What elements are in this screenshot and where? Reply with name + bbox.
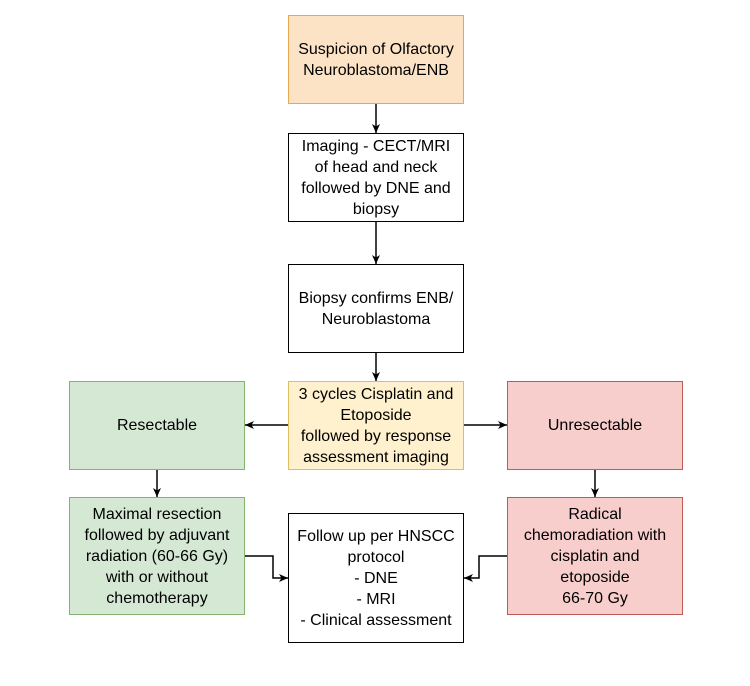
node-imaging-line: Imaging - CECT/MRI <box>301 137 451 155</box>
node-imaging-line: biopsy <box>352 200 400 218</box>
node-unresectable-text: Unresectable <box>548 415 642 436</box>
node-unresectable-line: Unresectable <box>547 417 643 434</box>
node-followup-text: Follow up per HNSCC protocol - DNE - MRI… <box>297 526 454 631</box>
node-chemoradiation-text: Radical chemoradiation with cisplatin an… <box>524 504 666 609</box>
node-followup-line: Follow up per HNSCC <box>297 527 455 545</box>
node-unresectable: Unresectable <box>507 381 683 470</box>
node-resectable-line: Resectable <box>116 417 198 434</box>
node-resection-text: Maximal resection followed by adjuvant r… <box>85 504 230 609</box>
arrow-chemoradiation-to-followup <box>464 555 507 582</box>
node-suspicion-text: Suspicion of Olfactory Neuroblastoma/ENB <box>298 39 454 81</box>
node-chemo-line: Etoposide <box>340 406 412 424</box>
node-chemoradiation-line: cisplatin and <box>550 547 640 565</box>
node-followup-line: - MRI <box>356 590 396 608</box>
node-resection: Maximal resection followed by adjuvant r… <box>69 497 245 615</box>
node-biopsy: Biopsy confirms ENB/ Neuroblastoma <box>288 264 464 353</box>
node-biopsy-line: Biopsy confirms ENB/ <box>298 289 454 307</box>
node-followup-line: - Clinical assessment <box>300 611 452 629</box>
node-followup: Follow up per HNSCC protocol - DNE - MRI… <box>288 513 464 643</box>
node-imaging-line: of head and neck <box>314 158 438 176</box>
node-resection-line: with or without <box>105 568 209 586</box>
node-chemo-line: assessment imaging <box>303 448 449 466</box>
node-resection-line: chemotherapy <box>106 589 208 607</box>
node-chemoradiation-line: 66-70 Gy <box>562 589 628 607</box>
node-imaging: Imaging - CECT/MRI of head and neck foll… <box>288 133 464 222</box>
node-chemo-line: followed by response <box>300 427 452 445</box>
node-chemoradiation: Radical chemoradiation with cisplatin an… <box>507 497 683 615</box>
node-biopsy-text: Biopsy confirms ENB/ Neuroblastoma <box>299 288 454 330</box>
node-chemo-line: 3 cycles Cisplatin and <box>298 385 454 403</box>
node-resectable: Resectable <box>69 381 245 470</box>
node-imaging-line: followed by DNE and <box>301 179 451 197</box>
node-chemoradiation-line: chemoradiation with <box>523 526 667 544</box>
node-resection-line: Maximal resection <box>92 505 222 523</box>
node-chemo-text: 3 cycles Cisplatin and Etoposide followe… <box>299 384 454 468</box>
node-chemo: 3 cycles Cisplatin and Etoposide followe… <box>288 381 464 470</box>
node-resection-line: radiation (60-66 Gy) <box>85 547 229 565</box>
node-suspicion: Suspicion of Olfactory Neuroblastoma/ENB <box>288 15 464 104</box>
node-resectable-text: Resectable <box>117 415 197 436</box>
node-resection-line: followed by adjuvant <box>84 526 230 544</box>
node-imaging-text: Imaging - CECT/MRI of head and neck foll… <box>301 136 450 220</box>
arrow-resection-to-followup <box>245 555 288 582</box>
node-suspicion-line: Suspicion of Olfactory <box>298 40 454 58</box>
node-biopsy-line: Neuroblastoma <box>321 310 431 328</box>
node-followup-line: protocol <box>347 548 405 566</box>
node-suspicion-line: Neuroblastoma/ENB <box>303 61 449 79</box>
node-followup-line: - DNE <box>354 569 398 587</box>
node-chemoradiation-line: etoposide <box>560 568 630 586</box>
node-chemoradiation-line: Radical <box>568 505 622 523</box>
